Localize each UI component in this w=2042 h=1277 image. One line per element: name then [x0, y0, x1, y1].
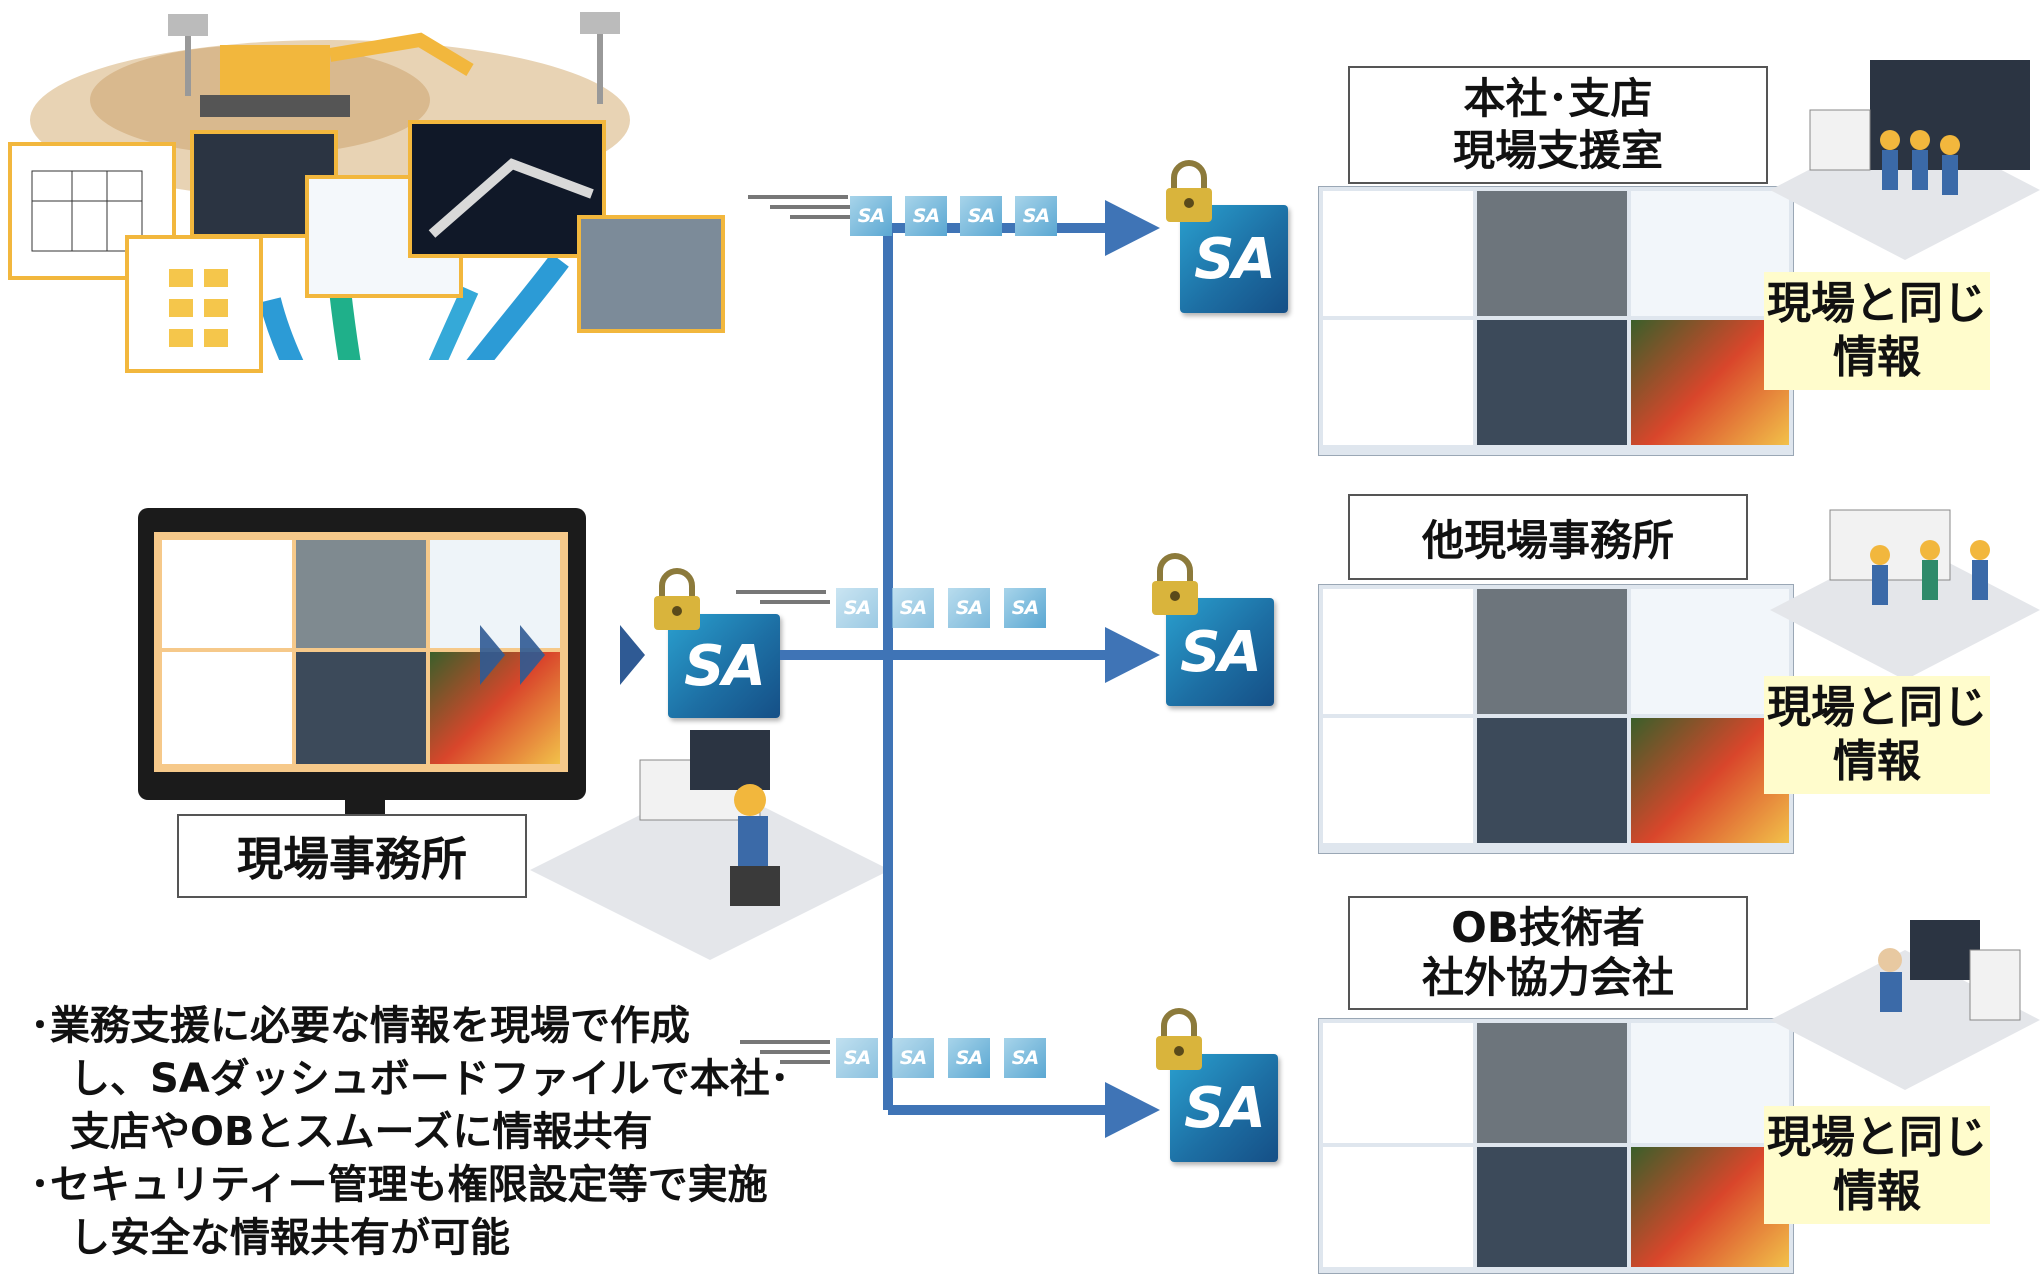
- source-label: 現場事務所: [177, 814, 527, 898]
- same-info-note-3: 現場と同じ 情報: [1764, 1106, 1990, 1224]
- source-monitor: [138, 508, 586, 800]
- photo-window: [577, 215, 725, 333]
- dashboard-screen-other-site: [1318, 584, 1794, 854]
- sa-chip: SA: [1015, 196, 1057, 236]
- bullet-line: ･業務支援に必要な情報を現場で作成: [30, 1003, 690, 1049]
- sa-chip: SA: [948, 1038, 990, 1078]
- sa-logo-dest-2: SA: [1166, 598, 1274, 706]
- source-label-text: 現場事務所: [237, 832, 467, 886]
- bullet-line: し安全な情報共有が可能: [30, 1215, 510, 1261]
- sa-chip: SA: [892, 588, 934, 628]
- same-info-note-1: 現場と同じ 情報: [1764, 272, 1990, 390]
- sa-chip: SA: [1004, 1038, 1046, 1078]
- ob-label: OB技術者 社外協力会社: [1348, 896, 1748, 1010]
- dashboard-screen-hq: [1318, 186, 1794, 456]
- office-worker-illustration: [530, 730, 890, 960]
- bullet-line: 支店やOBとスムーズに情報共有: [30, 1109, 653, 1155]
- lock-icon: [1152, 553, 1198, 615]
- sa-chip: SA: [892, 1038, 934, 1078]
- sa-chip: SA: [850, 196, 892, 236]
- bullet-line: ･セキュリティー管理も権限設定等で実施: [30, 1162, 768, 1208]
- bullet-line: し、SAダッシュボードファイルで本社･: [30, 1056, 790, 1102]
- lock-icon: [1156, 1008, 1202, 1070]
- sa-logo-center: SA: [668, 614, 780, 718]
- sa-chip: SA: [905, 196, 947, 236]
- transfer-arrows: [480, 625, 645, 685]
- 3d-model-window: [408, 120, 606, 258]
- site-team-illustration: [1770, 509, 2040, 680]
- lock-icon: [1166, 160, 1212, 222]
- headquarters-label: 本社･支店 現場支援室: [1348, 66, 1768, 184]
- same-info-note-2: 現場と同じ 情報: [1764, 676, 1990, 794]
- team-meeting-illustration: [1770, 60, 2040, 260]
- dashboard-screen-ob: [1318, 1018, 1794, 1274]
- sa-chip: SA: [836, 1038, 878, 1078]
- sa-chip: SA: [948, 588, 990, 628]
- lock-icon: [654, 568, 700, 630]
- sa-chip: SA: [836, 588, 878, 628]
- sa-logo-dest-3: SA: [1170, 1054, 1278, 1162]
- sa-chip: SA: [1004, 588, 1046, 628]
- other-site-label: 他現場事務所: [1348, 494, 1748, 580]
- sa-logo-dest-1: SA: [1180, 205, 1288, 313]
- description-bullets: ･業務支援に必要な情報を現場で作成 し、SAダッシュボードファイルで本社･ 支店…: [30, 1000, 790, 1265]
- remote-engineer-illustration: [1770, 920, 2040, 1090]
- sa-chip: SA: [960, 196, 1002, 236]
